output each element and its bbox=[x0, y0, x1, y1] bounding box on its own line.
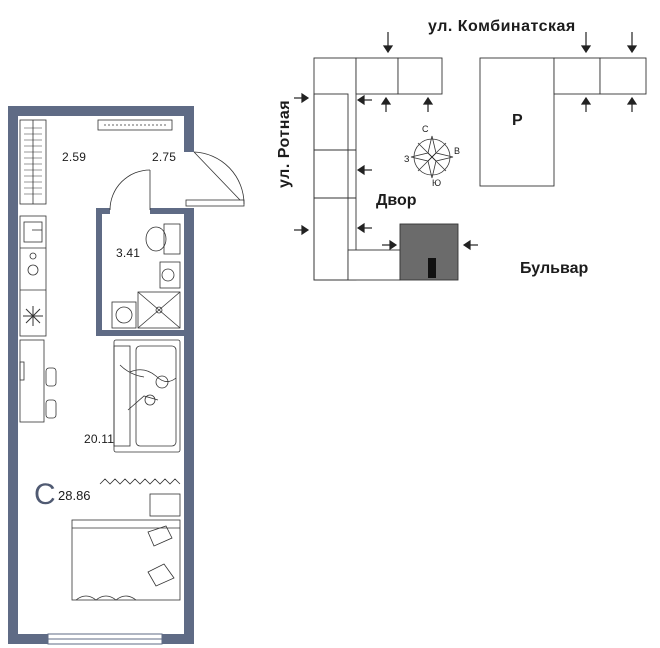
street-left-label: ул. Ротная bbox=[276, 99, 293, 188]
shelf-top bbox=[97, 119, 173, 131]
compass-east: В bbox=[454, 146, 461, 156]
bathroom-door bbox=[109, 169, 151, 211]
street-top-label: ул. Комбинатская bbox=[428, 18, 576, 35]
entrance-arrows bbox=[294, 32, 638, 251]
bed bbox=[71, 493, 181, 601]
entrance-door bbox=[185, 151, 245, 207]
dining-table bbox=[19, 339, 57, 423]
curtain-divider bbox=[99, 478, 181, 485]
street-bottom-label: Бульвар bbox=[520, 260, 589, 277]
kitchen-unit bbox=[19, 215, 47, 337]
total-area: 28.86 bbox=[58, 488, 91, 503]
parking-label: Р bbox=[512, 112, 523, 129]
window-bottom bbox=[47, 633, 163, 645]
compass-west: З bbox=[404, 154, 410, 164]
compass-rose bbox=[410, 135, 454, 179]
compass-south: Ю bbox=[432, 178, 442, 188]
wardrobe bbox=[19, 119, 47, 205]
bathroom-fixtures bbox=[111, 223, 181, 329]
site-buildings bbox=[313, 57, 647, 281]
compass-north: С bbox=[422, 124, 429, 134]
apartment-walls bbox=[8, 106, 194, 644]
area-label-storage: 2.59 bbox=[62, 150, 87, 164]
apartment-type-letter: С bbox=[34, 478, 56, 511]
yard-label: Двор bbox=[376, 192, 417, 209]
area-label-hallway: 2.75 bbox=[152, 150, 177, 164]
sofa bbox=[113, 339, 181, 453]
area-label-living: 20.11 bbox=[84, 432, 115, 446]
area-label-bathroom: 3.41 bbox=[116, 246, 141, 260]
